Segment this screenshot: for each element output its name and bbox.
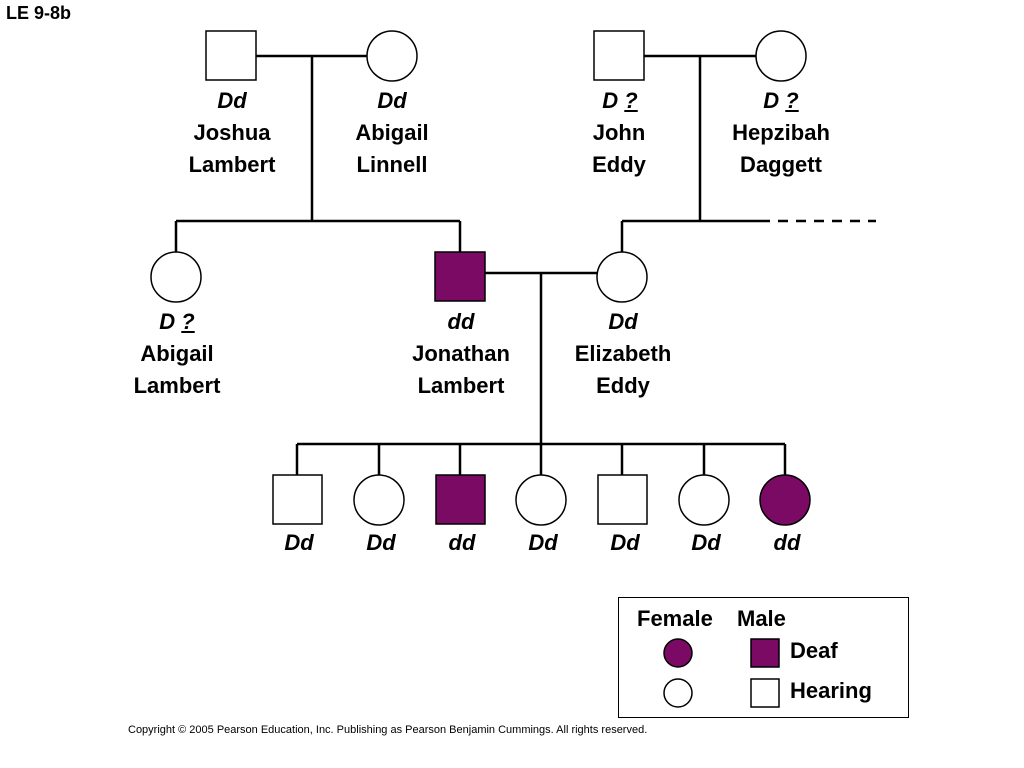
symbol-abigail-linnell [366,30,418,82]
genotype-text: D [602,88,625,113]
genotype-john-eddy: D ? [602,88,637,114]
legend-deaf-label: Deaf [790,638,838,663]
last-name: Linnell [356,152,428,177]
genotype-unknown: ? [624,88,638,113]
legend-female-deaf-symbol [663,638,693,668]
genotype-text: D [763,88,786,113]
first-name: Hepzibah [732,120,830,145]
symbol-child-4 [515,474,567,526]
genotype-jonathan-lambert: dd [448,309,475,335]
genotype-child-1: Dd [284,530,314,555]
genotype-text: D [159,309,182,334]
genotype-child-2: Dd [366,530,396,555]
genotype-elizabeth-eddy: Dd [608,309,637,335]
genotype-unknown: ? [785,88,799,113]
symbol-abigail-lambert [150,251,202,303]
genotype-hepzibah-daggett: D ? [763,88,798,114]
symbol-child-7 [759,474,811,526]
last-name: Eddy [596,373,650,398]
genotype-abigail-linnell: Dd [377,88,406,114]
genotype-child-5: Dd [610,530,640,555]
legend-male-hearing-symbol [750,678,780,708]
genotype-abigail-lambert: D ? [159,309,194,335]
last-name: Eddy [592,152,646,177]
symbol-child-5 [597,474,648,525]
genotype-child-4: Dd [528,530,558,555]
symbol-hepzibah-daggett [755,30,807,82]
genotype-text: Dd [377,88,407,113]
first-name: Abigail [355,120,429,145]
last-name: Lambert [188,152,276,177]
symbol-john-eddy [593,30,645,81]
genotype-text: Dd [217,88,247,113]
genotype-text: Dd [608,309,638,334]
genotype-child-6: Dd [691,530,721,555]
symbol-jonathan-lambert [434,251,486,302]
genotype-child-7: dd [773,530,801,555]
first-name: Elizabeth [574,341,672,366]
legend-female-hearing-symbol [663,678,693,708]
copyright-notice: Copyright © 2005 Pearson Education, Inc.… [128,724,648,736]
last-name: Daggett [740,152,822,177]
pedigree-lines [174,54,876,475]
genotype-text: dd [447,309,475,334]
first-name: Abigail [140,341,214,366]
legend-male-deaf-symbol [750,638,780,668]
legend-male-header: Male [737,606,786,631]
last-name: Lambert [417,373,505,398]
symbol-child-2 [353,474,405,526]
last-name: Lambert [133,373,221,398]
symbol-child-1 [272,474,323,525]
genotype-joshua-lambert: Dd [217,88,246,114]
symbol-elizabeth-eddy [596,251,648,303]
genotype-unknown: ? [181,309,195,334]
first-name: Jonathan [412,341,510,366]
slide-label: LE 9-8b [6,3,72,23]
symbol-child-3 [435,474,486,525]
legend [618,597,909,718]
first-name: Joshua [193,120,271,145]
genotype-child-3: dd [448,530,476,555]
first-name: John [592,120,646,145]
symbol-joshua-lambert [205,30,257,81]
legend-female-header: Female [637,606,713,631]
symbol-child-6 [678,474,730,526]
legend-hearing-label: Hearing [790,678,872,703]
